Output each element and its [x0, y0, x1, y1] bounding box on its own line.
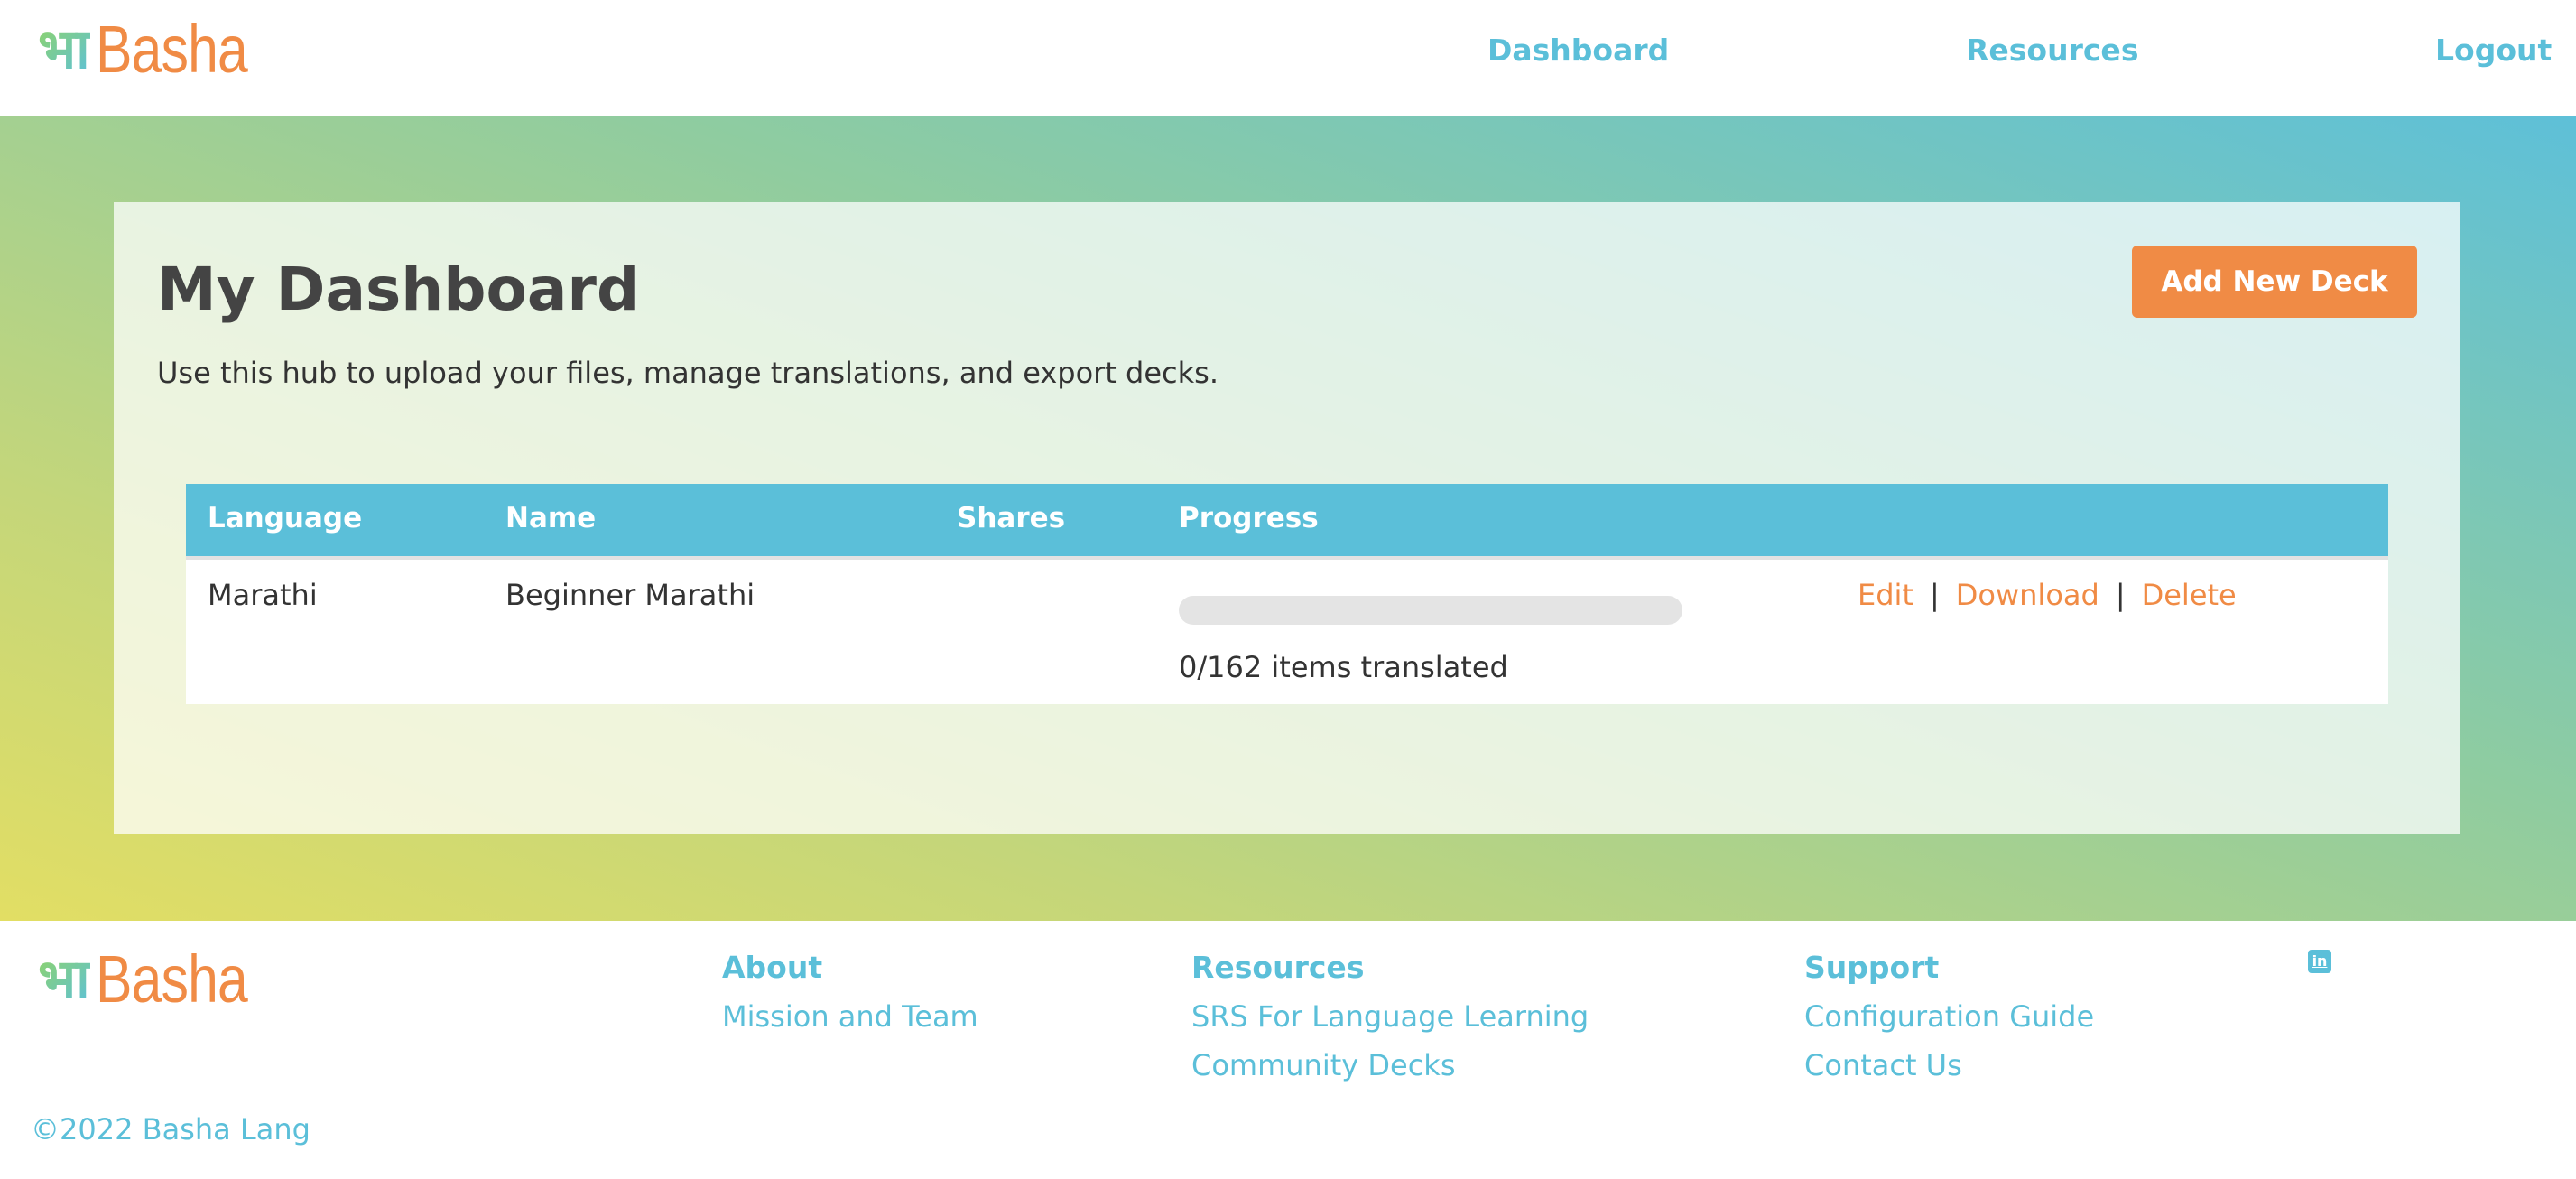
- table-header: Language Name Shares Progress: [186, 484, 2388, 560]
- edit-link[interactable]: Edit: [1858, 578, 1913, 612]
- footer-link-configuration-guide[interactable]: Configuration Guide: [1804, 999, 2095, 1034]
- footer-link-srs[interactable]: SRS For Language Learning: [1191, 999, 1589, 1034]
- copyright-text: ©2022 Basha Lang: [31, 1112, 310, 1147]
- nav-resources-link[interactable]: Resources: [1966, 32, 2139, 68]
- column-header-progress: Progress: [1179, 502, 1319, 534]
- page-subtitle: Use this hub to upload your files, manag…: [157, 356, 1219, 390]
- hero-background: My Dashboard Use this hub to upload your…: [0, 116, 2576, 921]
- footer-about-column: About Mission and Team: [722, 950, 978, 1048]
- footer-resources-column: Resources SRS For Language Learning Comm…: [1191, 950, 1589, 1097]
- footer-link-mission-team[interactable]: Mission and Team: [722, 999, 978, 1034]
- page-title: My Dashboard: [157, 255, 640, 324]
- brand-logo[interactable]: भा Basha: [38, 11, 281, 88]
- decks-table: Language Name Shares Progress Marathi Be…: [186, 484, 2388, 704]
- cell-language: Marathi: [208, 578, 318, 612]
- download-link[interactable]: Download: [1955, 578, 2099, 612]
- footer-logo-glyph: भा: [38, 947, 90, 1011]
- action-separator: |: [2115, 578, 2126, 612]
- dashboard-panel: My Dashboard Use this hub to upload your…: [114, 202, 2460, 834]
- progress-bar: [1179, 596, 1682, 625]
- logo-wordmark: Basha: [95, 12, 248, 87]
- progress-text: 0/162 items translated: [1179, 650, 1508, 684]
- action-separator: |: [1929, 578, 1940, 612]
- nav-dashboard-link[interactable]: Dashboard: [1487, 32, 1670, 68]
- site-footer: भा Basha About Mission and Team Resource…: [0, 921, 2576, 1179]
- footer-resources-heading: Resources: [1191, 950, 1365, 985]
- column-header-shares: Shares: [957, 502, 1066, 534]
- add-new-deck-button[interactable]: Add New Deck: [2132, 246, 2417, 318]
- footer-support-column: Support Configuration Guide Contact Us: [1804, 950, 2094, 1097]
- row-actions: Edit | Download | Delete: [1858, 578, 2237, 612]
- footer-logo-wordmark: Basha: [95, 942, 248, 1017]
- linkedin-icon[interactable]: in: [2308, 950, 2331, 973]
- delete-link[interactable]: Delete: [2141, 578, 2237, 612]
- cell-name: Beginner Marathi: [505, 578, 755, 612]
- footer-link-contact-us[interactable]: Contact Us: [1804, 1048, 1962, 1082]
- footer-about-heading: About: [722, 950, 823, 985]
- table-row: Marathi Beginner Marathi 0/162 items tra…: [186, 560, 2388, 704]
- footer-link-community-decks[interactable]: Community Decks: [1191, 1048, 1456, 1082]
- top-navbar: भा Basha Dashboard Resources Logout: [0, 0, 2576, 116]
- footer-brand-logo[interactable]: भा Basha: [38, 941, 281, 1017]
- footer-support-heading: Support: [1804, 950, 1940, 985]
- column-header-language: Language: [208, 502, 363, 534]
- column-header-name: Name: [505, 502, 597, 534]
- logo-glyph: भा: [38, 17, 90, 81]
- nav-logout-link[interactable]: Logout: [2435, 32, 2553, 68]
